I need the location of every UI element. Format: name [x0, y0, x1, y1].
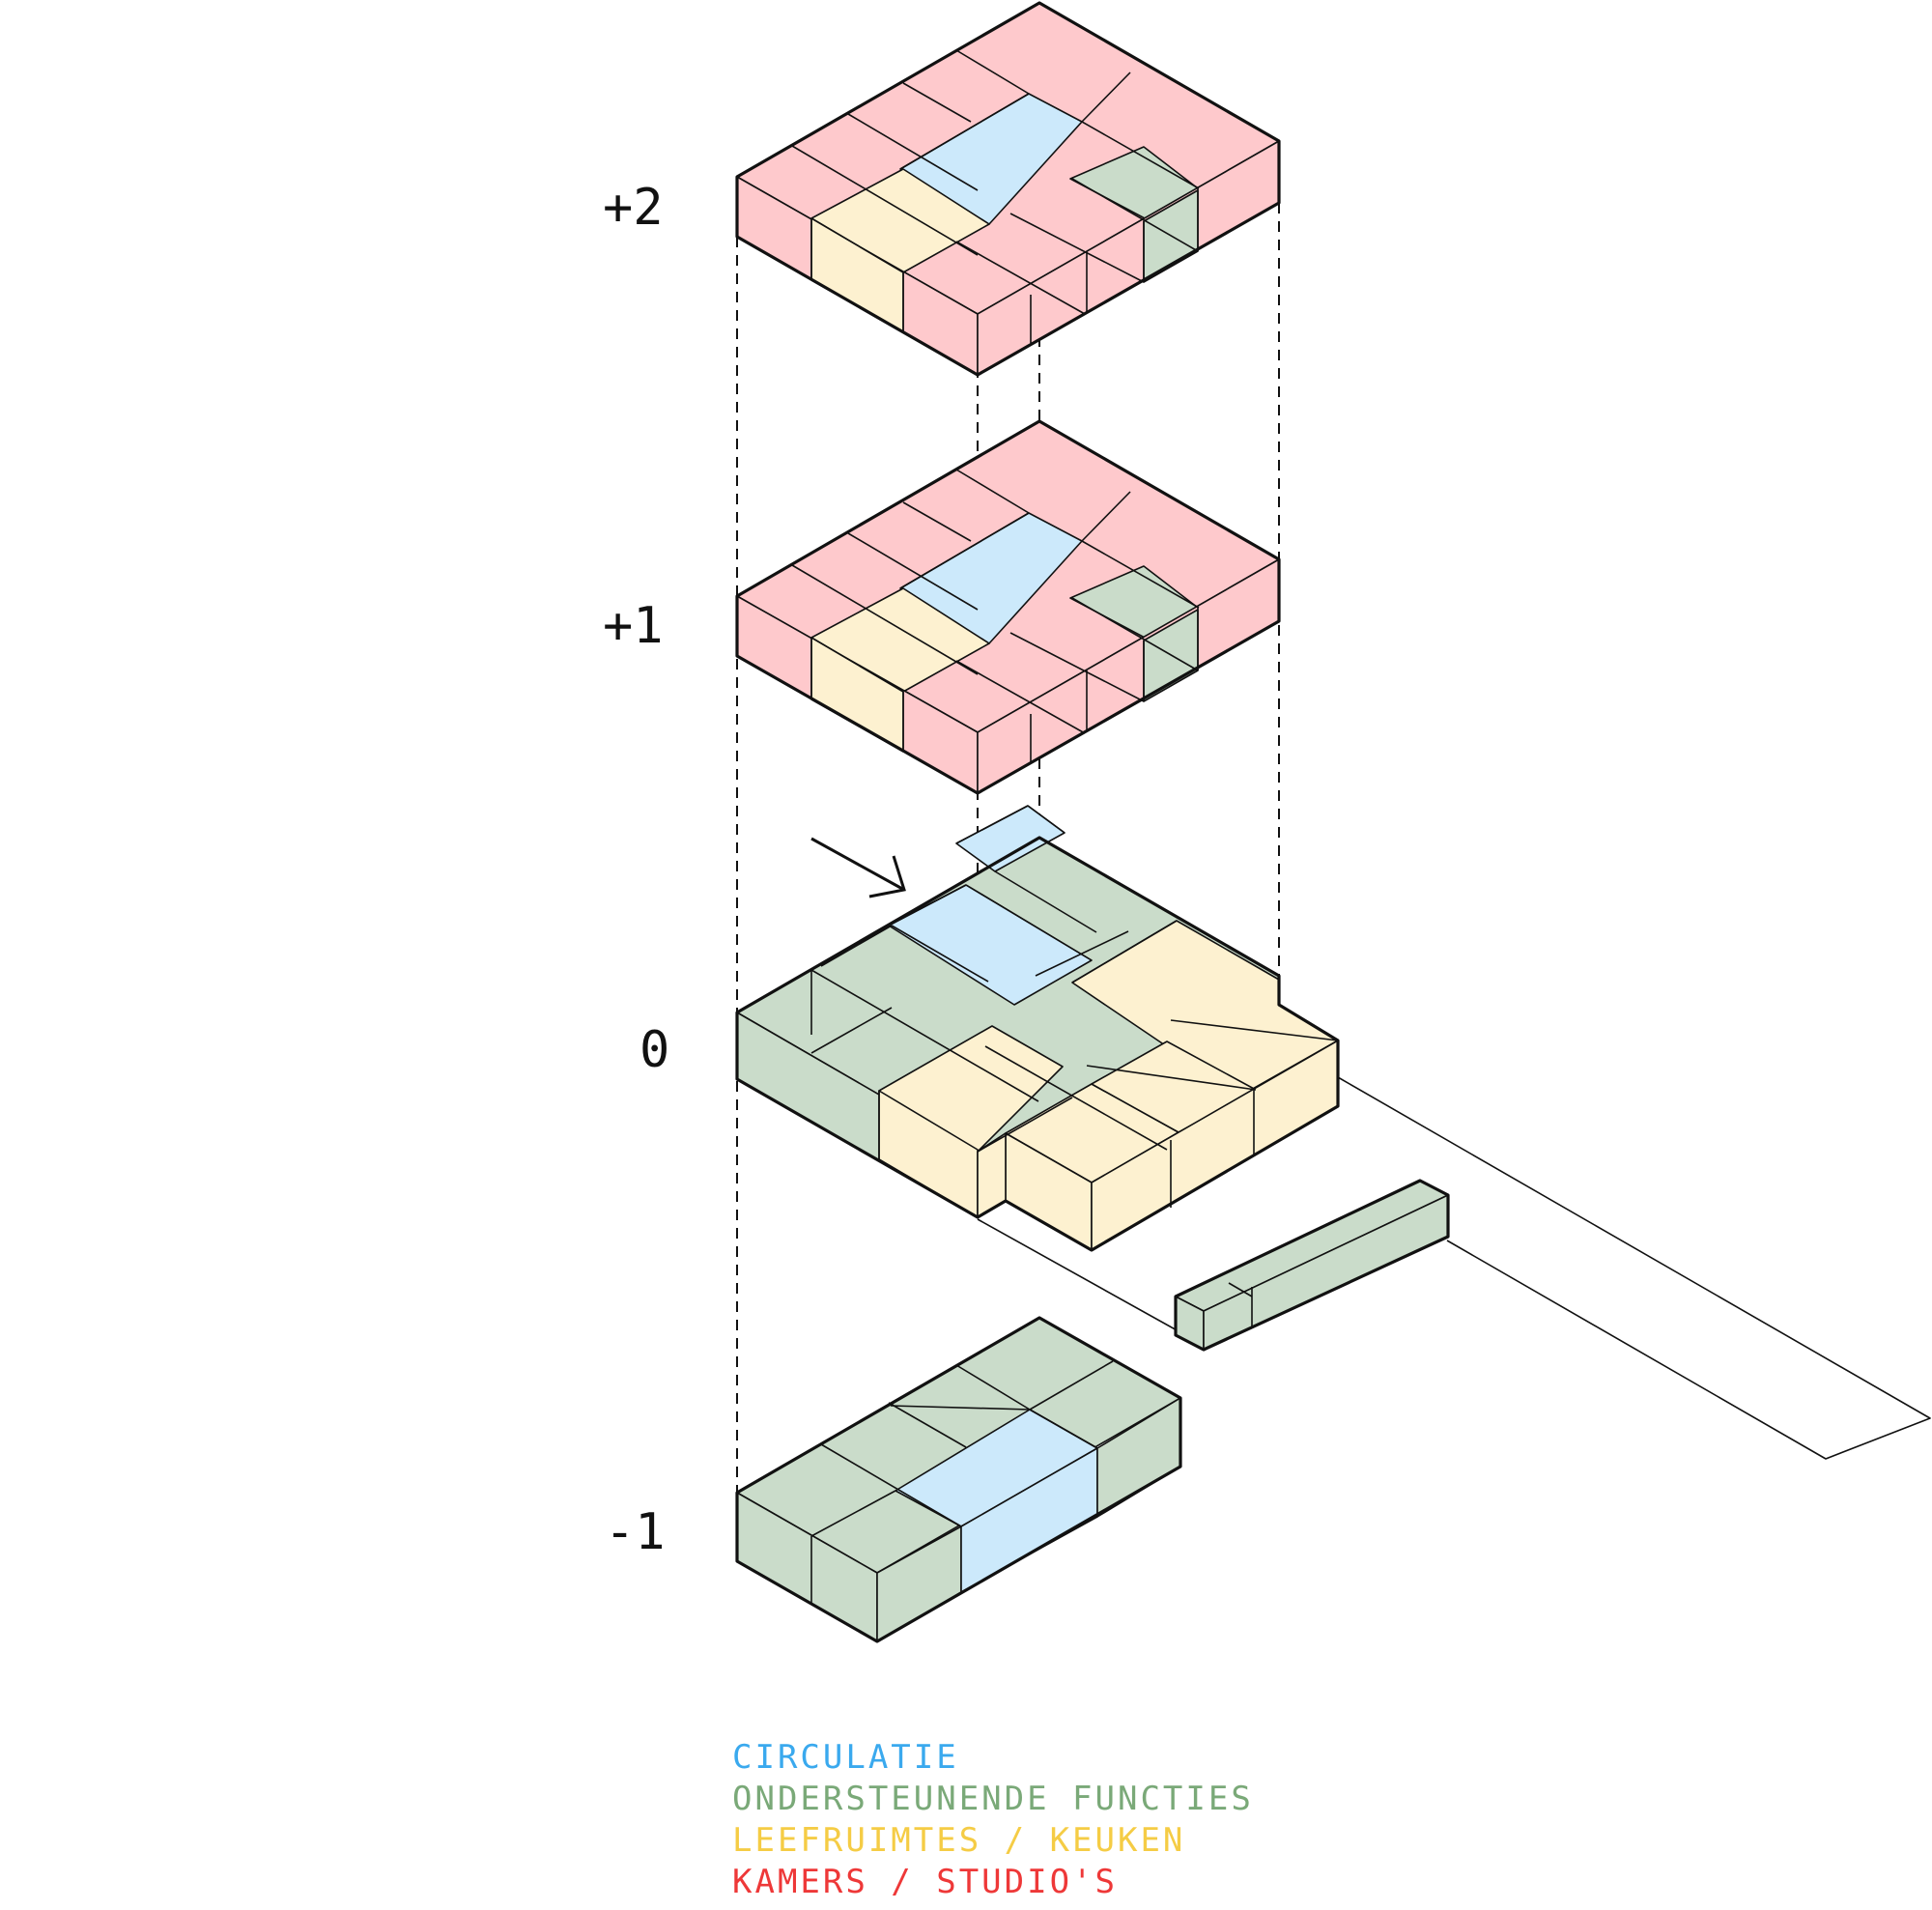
level-minus1-block	[735, 1316, 1182, 1643]
level-label-minus1: -1	[605, 1503, 666, 1561]
detached-storage-box	[1174, 1179, 1450, 1352]
legend-living-kitchen: LEEFRUIMTES / KEUKEN	[732, 1821, 1186, 1860]
level-label-plus2: +2	[603, 179, 664, 237]
legend-support-functions: ONDERSTEUNENDE FUNCTIES	[732, 1780, 1254, 1818]
entrance-arrow	[810, 837, 906, 898]
level-plus2-block	[735, 1, 1281, 377]
level-label-ground: 0	[639, 1021, 669, 1079]
legend-circulation: CIRCULATIE	[732, 1738, 959, 1777]
color-legend: CIRCULATIE ONDERSTEUNENDE FUNCTIES LEEFR…	[732, 1737, 1254, 1903]
level-plus1-block	[735, 419, 1281, 795]
site-outline	[1337, 1076, 1931, 1460]
legend-rooms-studios: KAMERS / STUDIO'S	[732, 1863, 1118, 1901]
level-label-plus1: +1	[603, 597, 664, 655]
level-ground-block	[735, 805, 1931, 1460]
